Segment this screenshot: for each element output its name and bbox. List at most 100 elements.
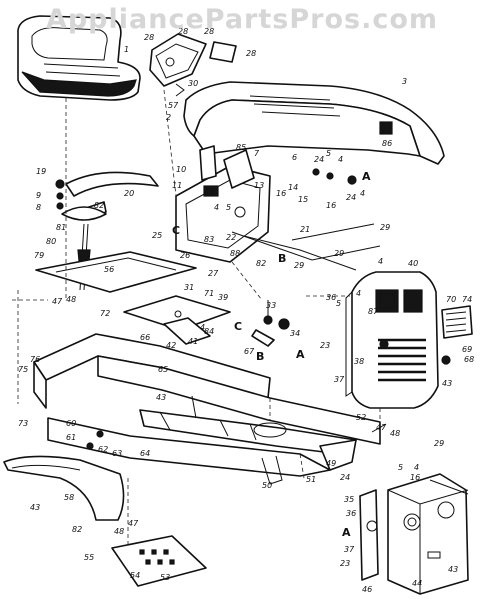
callout: 29 <box>334 249 344 258</box>
floor-plate-part[interactable] <box>35 251 197 293</box>
callout: 47 <box>52 297 63 306</box>
callout: 85 <box>236 143 246 152</box>
callout: 24 <box>346 193 356 202</box>
callout: 28 <box>144 33 154 42</box>
callout: 37 <box>334 375 345 384</box>
callout: 48 <box>66 295 76 304</box>
callout: 66 <box>140 333 150 342</box>
callout: 25 <box>152 231 162 240</box>
callout: 24 <box>314 155 324 164</box>
callout: 60 <box>66 419 76 428</box>
callout: 28 <box>246 49 256 58</box>
callout: 23 <box>320 341 330 350</box>
callout: 44 <box>412 579 422 588</box>
callout: 28 <box>204 27 214 36</box>
frame-rails-part[interactable] <box>47 417 357 485</box>
callout: 64 <box>140 449 150 458</box>
guide-lines <box>12 89 381 548</box>
callout: 27 <box>208 269 219 278</box>
callout: 10 <box>176 165 186 174</box>
callout: 19 <box>36 167 46 176</box>
callout: 38 <box>354 357 364 366</box>
callout: 43 <box>156 393 166 402</box>
callout: 61 <box>66 433 76 442</box>
callout: 82 <box>72 525 82 534</box>
callout: 43 <box>442 379 452 388</box>
callout: 33 <box>266 301 276 310</box>
callout: 31 <box>184 283 194 292</box>
callout: 47 <box>128 519 139 528</box>
callout: 5 <box>226 203 231 212</box>
callout: 15 <box>298 195 308 204</box>
callout: 63 <box>112 449 122 458</box>
callout: 14 <box>288 183 298 192</box>
callout: 24 <box>340 473 350 482</box>
callout: 42 <box>166 341 176 350</box>
callout: 16 <box>326 201 336 210</box>
callout: 79 <box>34 251 44 260</box>
callout: 4 <box>356 289 361 298</box>
callout: 29 <box>380 223 390 232</box>
fender-part[interactable] <box>3 455 125 521</box>
callout: 21 <box>300 225 310 234</box>
callout: 35 <box>344 495 354 504</box>
callout: 76 <box>30 355 40 364</box>
callout: 39 <box>218 293 228 302</box>
callout: 30 <box>188 79 198 88</box>
grille-part[interactable] <box>345 271 439 409</box>
callout: 1 <box>124 45 129 54</box>
callout: 56 <box>104 265 114 274</box>
callout: 8 <box>36 203 41 212</box>
callout: C <box>172 224 180 237</box>
inset-dash-panel-part[interactable] <box>359 473 469 595</box>
headlight-part[interactable] <box>441 305 473 339</box>
callout: 84 <box>204 327 214 336</box>
callout: 47 <box>376 423 387 432</box>
callout: 43 <box>448 565 458 574</box>
callout: 2 <box>166 113 171 122</box>
throttle-bracket-part[interactable] <box>199 145 255 189</box>
footrest-plate-part[interactable] <box>111 535 207 587</box>
callout: 4 <box>378 257 383 266</box>
hood-part[interactable] <box>183 81 445 165</box>
callout: 53 <box>160 573 170 582</box>
seat-bracket-part[interactable] <box>149 33 237 97</box>
callout: 88 <box>230 249 240 258</box>
callout: 7 <box>254 149 260 158</box>
callout: 68 <box>464 355 474 364</box>
callout: 46 <box>362 585 372 594</box>
callout: 13 <box>254 181 264 190</box>
callout: 81 <box>56 223 66 232</box>
dash-panel-part[interactable] <box>175 165 271 263</box>
callout: 82 <box>94 201 104 210</box>
callout: A <box>296 348 305 361</box>
callout: 41 <box>188 337 198 346</box>
callout: 4 <box>200 323 205 332</box>
callout: 87 <box>368 307 379 316</box>
callout: 83 <box>204 235 214 244</box>
pedal-bracket-part[interactable] <box>123 295 231 345</box>
callout: 16 <box>276 189 286 198</box>
callout: 34 <box>290 329 300 338</box>
callout: B <box>256 350 264 363</box>
hardware-bolts-part[interactable] <box>86 168 451 450</box>
callout: 52 <box>356 413 366 422</box>
callout: 48 <box>390 429 400 438</box>
callout: 9 <box>36 191 41 200</box>
callout: 71 <box>204 289 214 298</box>
seat-part[interactable] <box>17 15 141 101</box>
callout: 73 <box>18 419 28 428</box>
callout: 65 <box>158 365 168 374</box>
callout: 58 <box>64 493 74 502</box>
callout: 22 <box>226 233 236 242</box>
callout: 40 <box>408 259 418 268</box>
callout: 4 <box>214 203 219 212</box>
callout: 67 <box>244 347 255 356</box>
callout: 4 <box>360 189 365 198</box>
callout: 74 <box>462 295 472 304</box>
callout: C <box>234 320 242 333</box>
control-rods-part[interactable] <box>231 223 469 495</box>
callout: 29 <box>294 261 304 270</box>
callout: 62 <box>98 445 108 454</box>
